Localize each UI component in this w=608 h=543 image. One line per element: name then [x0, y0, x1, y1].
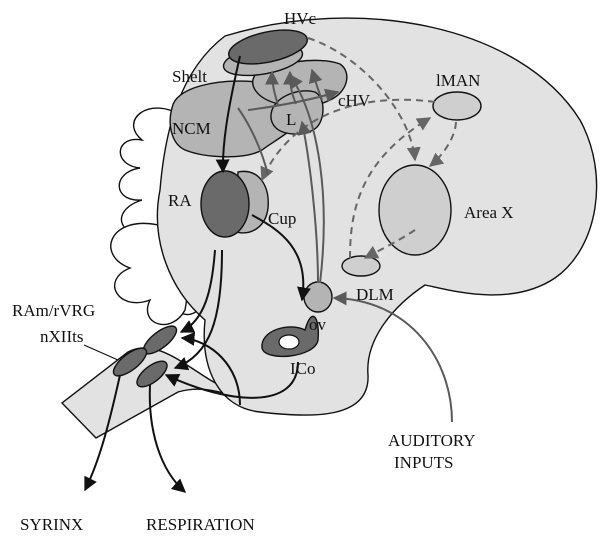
label-auditory-line2: INPUTS: [394, 453, 454, 472]
label-respiration: RESPIRATION: [146, 515, 255, 534]
label-ncm: NCM: [172, 119, 211, 138]
label-chv: cHV: [338, 91, 371, 110]
label-hvc: HVc: [284, 9, 317, 28]
label-auditory-line1: AUDITORY: [388, 431, 476, 450]
label-ico: ICo: [290, 359, 316, 378]
region-area-x: [379, 165, 451, 255]
region-dlm: [342, 256, 380, 276]
label-ra: RA: [168, 191, 192, 210]
label-area-x: Area X: [464, 203, 514, 222]
region-ra: [201, 171, 249, 237]
label-cup: Cup: [268, 209, 296, 228]
label-ram-rvrg: RAm/rVRG: [12, 301, 95, 320]
label-nxiits: nXIIts: [40, 327, 83, 346]
label-lman: lMAN: [436, 71, 480, 90]
ico-lumen: [279, 335, 299, 349]
label-syrinx: SYRINX: [20, 515, 83, 534]
label-field-l: L: [286, 110, 296, 129]
nxiits-leader-line: [84, 345, 118, 360]
label-ov: ov: [309, 315, 327, 334]
region-ov: [304, 282, 332, 312]
label-dlm: DLM: [356, 285, 394, 304]
label-shelt: Shelt: [172, 67, 207, 86]
region-lman: [433, 92, 481, 120]
